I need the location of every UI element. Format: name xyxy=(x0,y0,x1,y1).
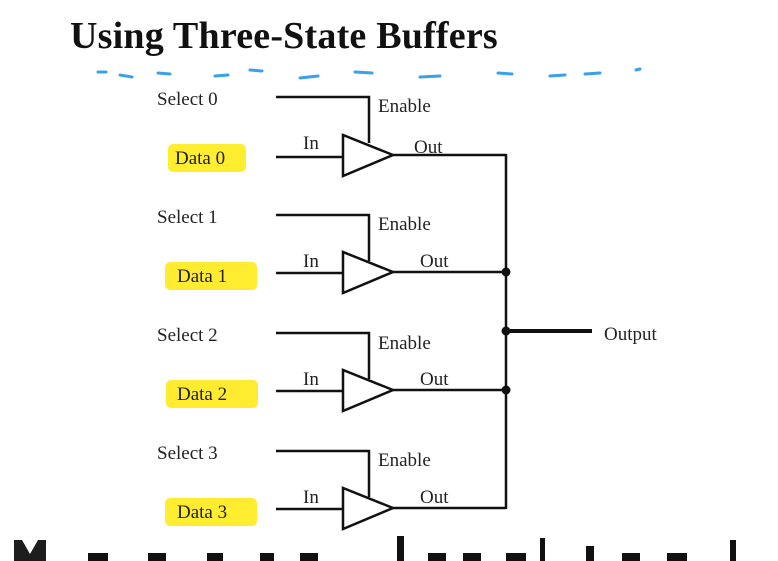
data-3-highlight xyxy=(165,498,257,526)
data-3-label: Data 3 xyxy=(177,502,227,523)
dashed-annotation-underline xyxy=(96,67,642,80)
buffer-3: Select 3 Enable In Out Data 3 xyxy=(157,443,506,531)
buffer-3-triangle xyxy=(341,486,397,531)
junction-dot-1 xyxy=(501,267,511,277)
in-0-label: In xyxy=(303,133,319,154)
buffer-1: Select 1 Enable In Out Data 1 xyxy=(157,207,506,295)
data-0-highlight xyxy=(168,144,246,172)
buffer-1-triangle xyxy=(341,250,397,295)
out-3-label: Out xyxy=(420,487,449,508)
enable-1-label: Enable xyxy=(378,214,431,235)
junction-dot-output xyxy=(501,326,511,336)
data-2-highlight xyxy=(166,380,258,408)
buffer-2-triangle xyxy=(341,368,397,413)
enable-3-label: Enable xyxy=(378,450,431,471)
buffer-0: Select 0 Enable In Out Data 0 xyxy=(157,89,506,178)
select-3-wire xyxy=(276,449,371,497)
select-3-label: Select 3 xyxy=(157,443,218,464)
data-1-highlight xyxy=(165,262,257,290)
buffer-0-triangle xyxy=(341,133,397,178)
output-label: Output xyxy=(604,324,658,345)
select-1-label: Select 1 xyxy=(157,207,218,228)
select-1-wire xyxy=(276,213,371,261)
enable-2-label: Enable xyxy=(378,333,431,354)
select-2-label: Select 2 xyxy=(157,325,218,346)
slide-title: Using Three-State Buffers xyxy=(70,15,498,57)
highlight-layer xyxy=(165,144,258,526)
select-0-wire xyxy=(276,95,371,143)
data-0-label: Data 0 xyxy=(175,148,225,169)
in-1-label: In xyxy=(303,251,319,272)
in-2-label: In xyxy=(303,369,319,390)
select-0-label: Select 0 xyxy=(157,89,218,110)
out-2-label: Out xyxy=(420,369,449,390)
junction-dot-2 xyxy=(501,385,511,395)
data-2-label: Data 2 xyxy=(177,384,227,405)
in-3-label: In xyxy=(303,487,319,508)
enable-0-label: Enable xyxy=(378,96,431,117)
buffer-2: Select 2 Enable In Out Data 2 xyxy=(157,325,506,413)
out-1-label: Out xyxy=(420,251,449,272)
select-2-wire xyxy=(276,331,371,379)
data-1-label: Data 1 xyxy=(177,266,227,287)
cropped-text-fragment xyxy=(14,536,736,561)
out-0-label: Out xyxy=(414,137,443,158)
output-bus: Output xyxy=(501,154,658,509)
